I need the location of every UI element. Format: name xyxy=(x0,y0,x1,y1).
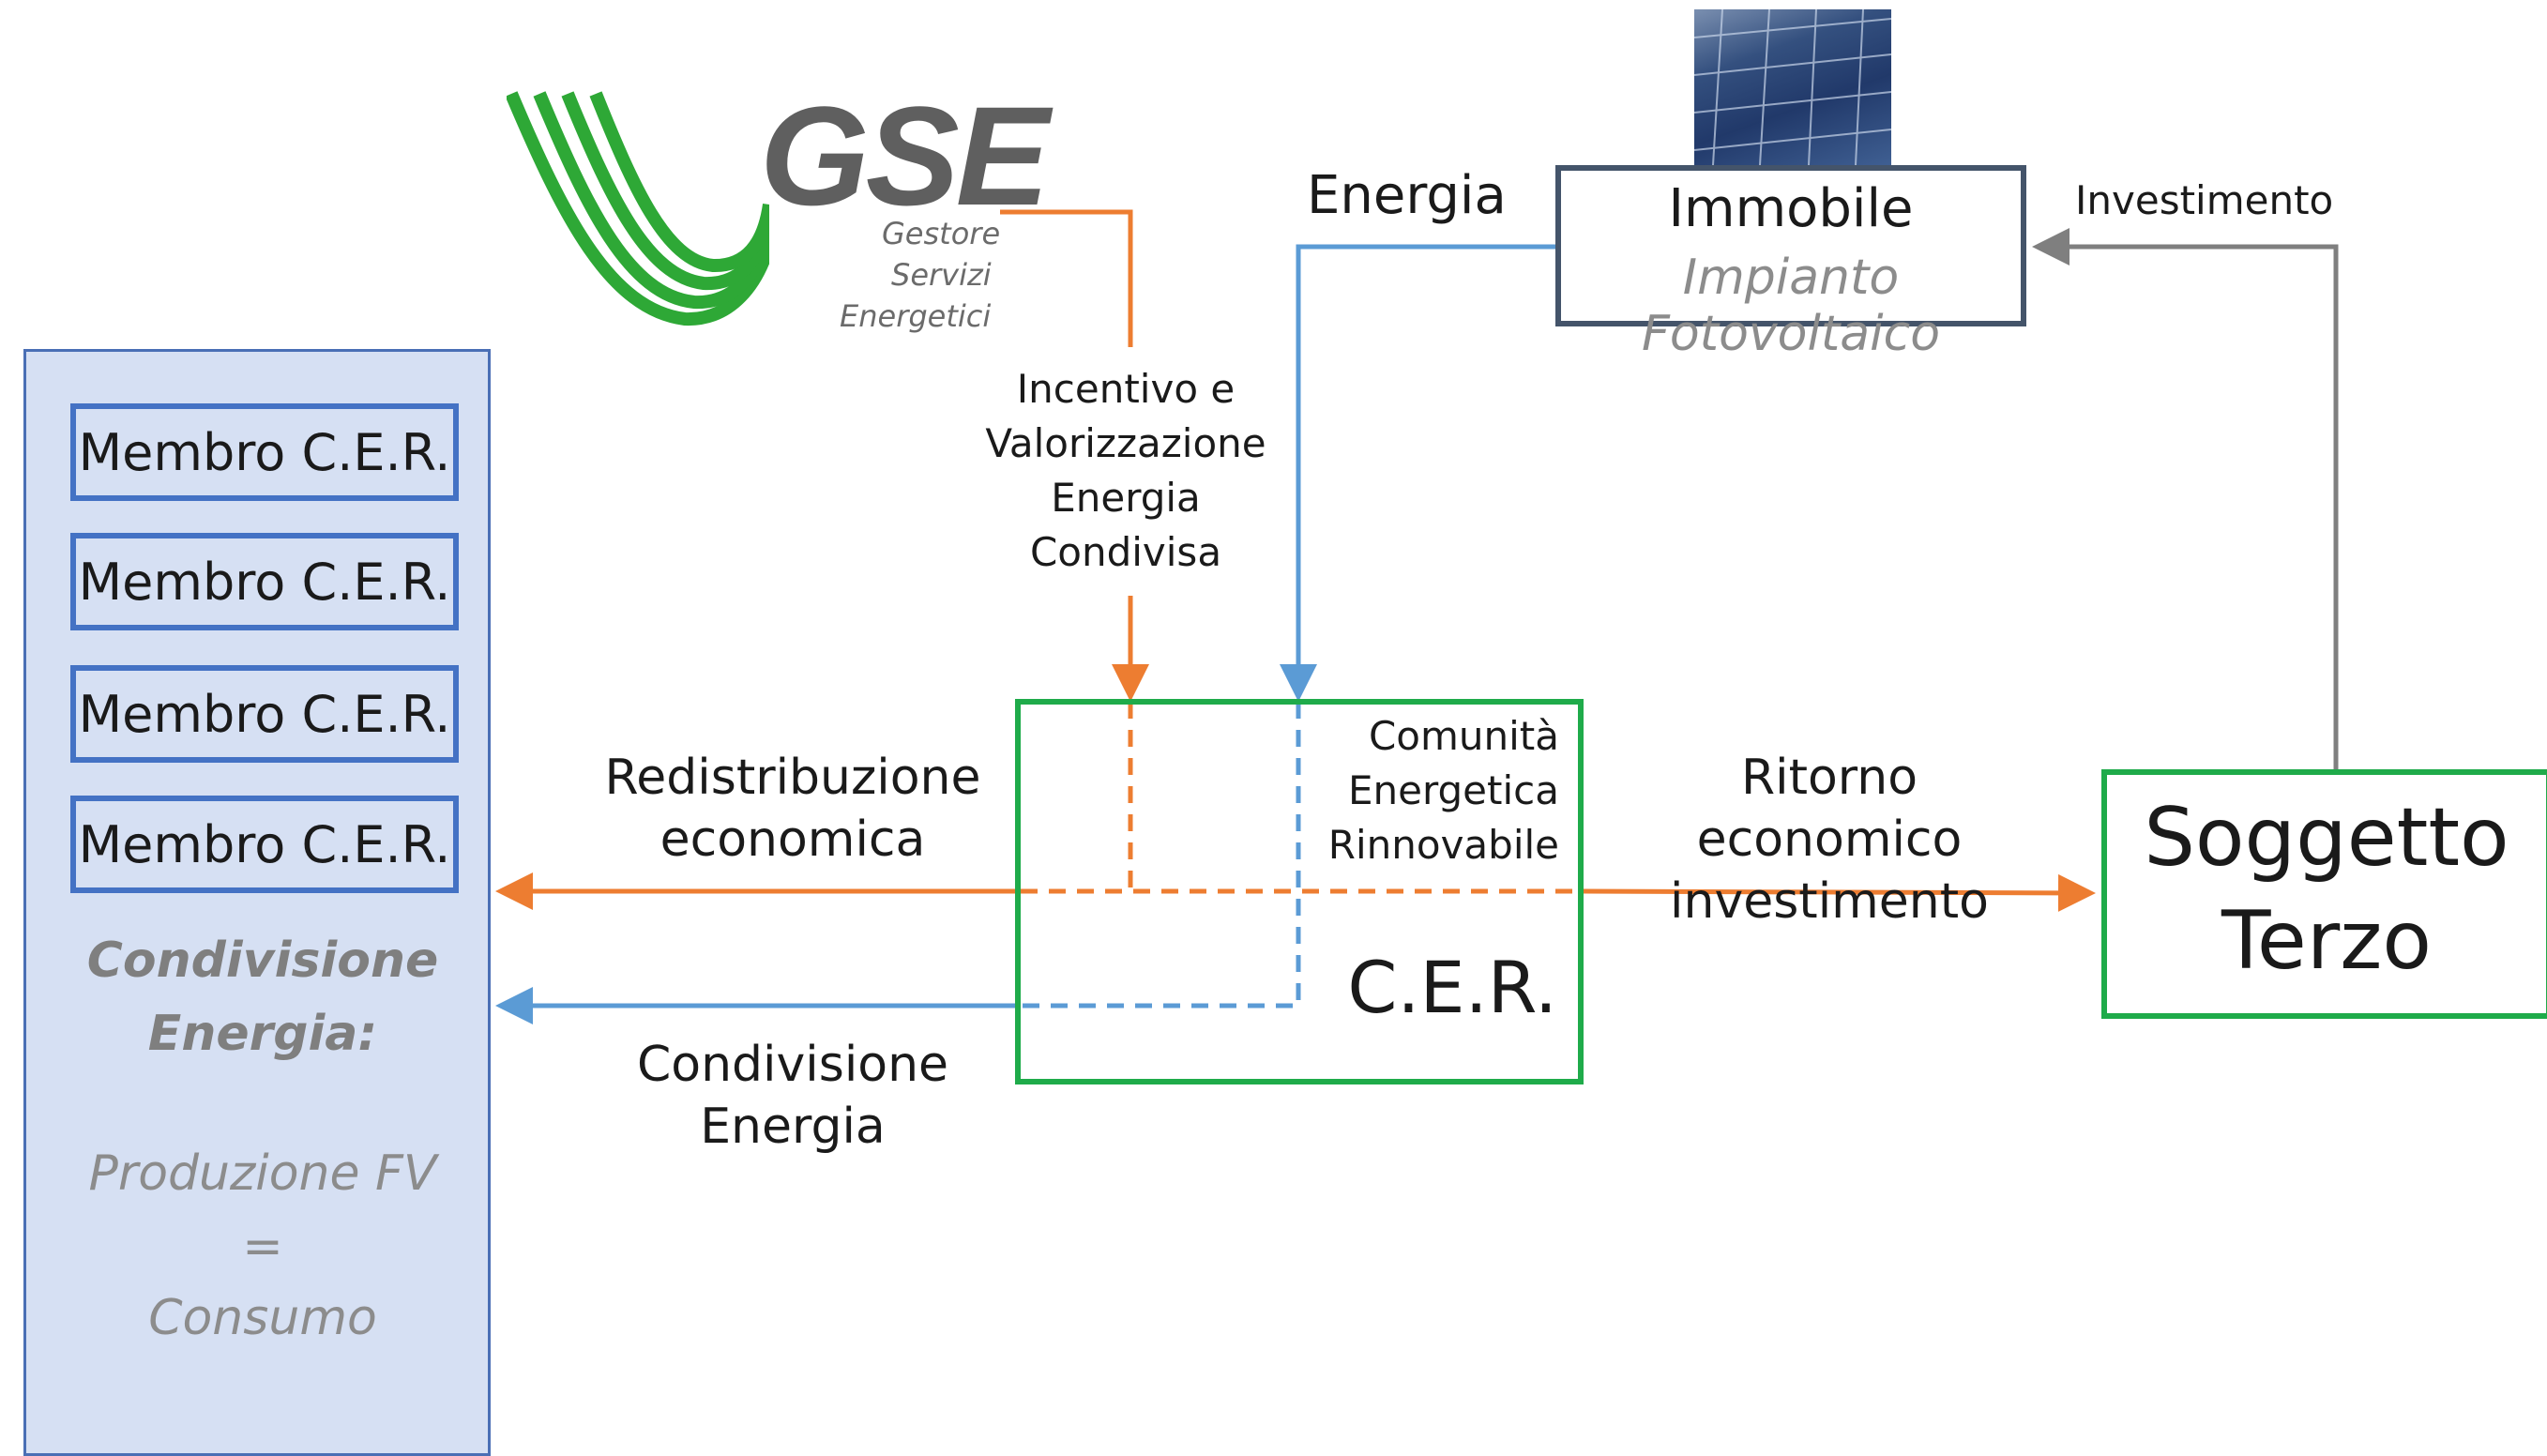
cer-name-line-2: Energetica xyxy=(1348,767,1559,813)
member-box-3: Membro C.E.R. xyxy=(70,665,459,763)
ritorno-label-line-2: investimento xyxy=(1670,873,1989,930)
soggetto-terzo-label: Soggetto Terzo xyxy=(2101,786,2547,993)
redistribuzione-label-line-2: economica xyxy=(659,811,926,868)
panel-formula-equals: = xyxy=(242,1219,283,1275)
investimento-arrow xyxy=(2032,228,2339,769)
incentivo-label: Incentivo e Valorizzazione Energia Condi… xyxy=(976,362,1276,580)
member-box-1: Membro C.E.R. xyxy=(70,403,459,501)
panel-heading-line-1: Condivisione xyxy=(86,933,439,989)
ritorno-arrow xyxy=(1583,873,2096,912)
energia-arrow xyxy=(1280,244,1555,702)
immobile-box xyxy=(1555,165,2026,326)
gse-line-3: Energetici xyxy=(840,298,992,334)
soggetto-terzo-line-1: Soggetto xyxy=(2144,791,2509,885)
gse-logo: GSE Gestore Servizi Energetici xyxy=(507,77,1050,347)
cer-acronym: C.E.R. xyxy=(1347,946,1557,1029)
soggetto-terzo-box xyxy=(2101,769,2547,1019)
incentivo-label-line-3: Energia xyxy=(1051,475,1201,521)
cer-name-line-3: Rinnovabile xyxy=(1327,822,1559,868)
investimento-label: Investimento xyxy=(2075,177,2334,223)
ritorno-label: Ritorno economico investimento xyxy=(1604,747,2054,933)
panel-heading-line-2: Energia: xyxy=(147,1006,378,1062)
condivisione-label-line-2: Energia xyxy=(700,1099,886,1155)
incentivo-label-line-4: Condivisa xyxy=(1029,529,1222,575)
panel-formula-line-1: Produzione FV xyxy=(88,1145,437,1202)
redistribuzione-label: Redistribuzione economica xyxy=(600,747,985,871)
energia-label: Energia xyxy=(1307,165,1507,226)
condivisione-label: Condivisione Energia xyxy=(619,1034,966,1158)
incentivo-connector xyxy=(1000,209,1133,347)
gse-swoosh-icon xyxy=(507,91,769,326)
cer-name-line-1: Comunità xyxy=(1368,713,1559,759)
cer-name: Comunità Energetica Rinnovabile xyxy=(1276,709,1559,872)
condivisione-label-line-1: Condivisione xyxy=(636,1037,949,1093)
redistribuzione-label-line-1: Redistribuzione xyxy=(604,750,981,806)
immobile-title: Immobile xyxy=(1668,178,1914,239)
gse-line-2: Servizi xyxy=(891,257,992,293)
cer-box xyxy=(1015,699,1584,1084)
ritorno-label-line-1: Ritorno economico xyxy=(1696,750,1963,868)
member-box-4: Membro C.E.R. xyxy=(70,796,459,893)
energia-dashed-inside xyxy=(1021,702,1301,1009)
incentivo-label-line-2: Valorizzazione xyxy=(985,420,1266,466)
solar-panel-icon xyxy=(1694,9,1891,165)
incentivo-label-line-1: Incentivo e xyxy=(1016,366,1236,412)
immobile-subtitle: Impianto Fotovoltaico xyxy=(1641,250,1941,362)
solar-panel-photo xyxy=(1694,9,1891,165)
gse-line-1: Gestore xyxy=(882,216,1001,251)
panel-formula-line-2: Consumo xyxy=(148,1290,377,1346)
member-box-2: Membro C.E.R. xyxy=(70,533,459,630)
gse-brand: GSE xyxy=(760,77,1050,235)
soggetto-terzo-line-2: Terzo xyxy=(2221,894,2432,988)
